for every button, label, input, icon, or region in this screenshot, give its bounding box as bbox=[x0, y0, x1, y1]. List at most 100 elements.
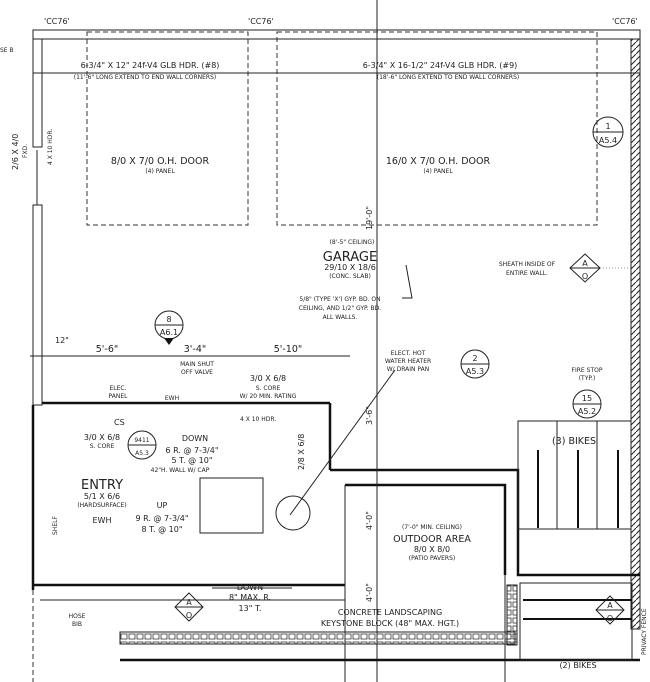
door-8-note: (4) PANEL bbox=[145, 168, 175, 175]
header-9-note: (18'-6" LONG EXTEND TO END WALL CORNERS) bbox=[377, 74, 520, 81]
bike-icons bbox=[537, 450, 619, 528]
water-heater-note: W/ DRAIN PAN bbox=[387, 366, 430, 373]
hose-bib-label: SE B bbox=[0, 47, 14, 54]
entry-door-core: S. CORE bbox=[90, 443, 115, 450]
callout-sheet: A5.3 bbox=[135, 450, 149, 457]
dim-3-6: 3'-6" bbox=[365, 406, 374, 425]
header-8-title: 6-3/4" X 12" 24f-V4 GLB HDR. (#8) bbox=[81, 61, 220, 70]
detail-callout: 2 A5.3 bbox=[460, 349, 490, 379]
callout-sheet: A5.2 bbox=[578, 407, 596, 416]
stair-up-label: UP bbox=[157, 501, 168, 510]
water-heater bbox=[275, 495, 311, 531]
section-mark: A O bbox=[174, 592, 204, 622]
section-mark-sheet: O bbox=[607, 614, 613, 623]
privacy-fence-label: PRIVACY FENCE bbox=[641, 608, 648, 655]
detail-callout: 15 A5.2 bbox=[572, 389, 602, 419]
section-mark-sheet: O bbox=[186, 611, 192, 620]
section-mark: A O bbox=[569, 253, 601, 283]
entry-floor: (HARDSURFACE) bbox=[77, 502, 126, 509]
main-shut-off: OFF VALVE bbox=[181, 369, 213, 376]
bike-rack-3 bbox=[517, 420, 632, 530]
dim-4-0: 4'-0" bbox=[365, 511, 374, 530]
ext-stair-treads: 13" T. bbox=[239, 604, 262, 613]
fire-stop: (TYP.) bbox=[579, 375, 596, 382]
hose-bib-label: BIB bbox=[72, 621, 82, 628]
fire-stop: FIRE STOP bbox=[572, 367, 603, 374]
main-shut-off: MAIN SHUT bbox=[180, 361, 214, 368]
detail-callout: 9411 A5.3 bbox=[127, 430, 157, 460]
door-16-title: 16/0 X 7/0 O.H. DOOR bbox=[386, 156, 491, 167]
stair-down-label: DOWN bbox=[182, 434, 208, 443]
garage-door-8-outline bbox=[86, 31, 249, 226]
dim-5-10: 5'-10" bbox=[274, 344, 303, 355]
dim-12: 12" bbox=[55, 336, 69, 345]
bikes-3-label: (3) BIKES bbox=[552, 436, 596, 447]
garage-door-16-outline bbox=[276, 31, 598, 226]
section-mark-letter: A bbox=[607, 601, 613, 610]
door-8-title: 8/0 X 7/0 O.H. DOOR bbox=[111, 156, 210, 167]
garage-entry-door-size: 3/0 X 6/8 bbox=[250, 374, 286, 383]
ewh-label-2: EWH bbox=[93, 516, 112, 525]
stair-down-risers: 6 R. @ 7-3/4" bbox=[165, 446, 218, 455]
callout-number: 15 bbox=[582, 394, 592, 403]
sheath-note: SHEATH INSIDE OF bbox=[499, 261, 556, 268]
callout-number: 2 bbox=[472, 354, 477, 363]
callout-number: 9411 bbox=[134, 437, 149, 444]
entry-door-size: 3/0 X 6/8 bbox=[84, 433, 120, 442]
landscape-note: KEYSTONE BLOCK (48" MAX. HGT.) bbox=[321, 619, 459, 628]
ewh-label: EWH bbox=[165, 395, 179, 402]
section-mark-letter: A bbox=[582, 259, 588, 268]
door-16-note: (4) PANEL bbox=[423, 168, 453, 175]
garage-ceiling: (8'-5" CEILING) bbox=[330, 239, 375, 246]
walls bbox=[31, 0, 641, 682]
gyp-note: 5/8" (TYPE 'X') GYP. BD. ON bbox=[299, 296, 380, 303]
header-4x10: 4 X 10 HDR. bbox=[240, 416, 276, 423]
section-mark-sheet: O bbox=[582, 272, 588, 281]
bikes-2-label: (2) BIKES bbox=[559, 661, 596, 670]
closet-door-size: 2/8 X 6/8 bbox=[297, 434, 306, 470]
garage-size: 29/10 X 18/6 bbox=[324, 263, 376, 272]
gyp-note: CEILING, AND 1/2" GYP. BD. bbox=[299, 305, 382, 312]
window-header: 4 X 10 HDR. bbox=[47, 129, 54, 165]
dim-5-6: 5'-6" bbox=[96, 344, 119, 355]
wall-note: 42"H. WALL W/ CAP bbox=[151, 467, 210, 474]
column-tag: 'CC76' bbox=[248, 17, 274, 26]
shelf-label: SHELF bbox=[52, 516, 59, 535]
outdoor-ceiling: (7'-0" MIN. CEILING) bbox=[402, 524, 462, 531]
callout-sheet: A5.4 bbox=[599, 136, 617, 145]
detail-callout: 8 A6.1 bbox=[154, 310, 184, 345]
section-mark-letter: A bbox=[186, 598, 192, 607]
callout-sheet: A5.3 bbox=[466, 367, 484, 376]
window-type: FXD. bbox=[22, 144, 29, 158]
water-heater-note: WATER HEATER bbox=[385, 358, 431, 365]
outdoor-floor: (PATIO PAVERS) bbox=[409, 555, 455, 562]
dim-4-0-b: 4'-0" bbox=[365, 583, 374, 602]
callout-number: 8 bbox=[166, 315, 171, 324]
detail-callout: 1 A5.4 bbox=[592, 116, 624, 148]
column-tag: 'CC76' bbox=[44, 17, 70, 26]
garage-dim: 19'-0" bbox=[365, 206, 374, 230]
header-8-note: (11'-6" LONG EXTEND TO END WALL CORNERS) bbox=[74, 74, 217, 81]
gyp-note: ALL WALLS. bbox=[323, 314, 358, 321]
elec-panel: ELEC. bbox=[109, 385, 126, 392]
stair-up-treads: 8 T. @ 10" bbox=[141, 525, 182, 534]
room-name-entry: ENTRY bbox=[81, 478, 123, 493]
ext-stair-risers: 8" MAX. R. bbox=[229, 593, 271, 602]
stair-up-risers: 9 R. @ 7-3/4" bbox=[135, 514, 188, 523]
elec-panel: PANEL bbox=[109, 393, 129, 400]
room-name-garage: GARAGE bbox=[323, 250, 377, 265]
header-9-title: 6-3/4" X 16-1/2" 24f-V4 GLB HDR. (#9) bbox=[363, 61, 518, 70]
window-size: 2/6 X 4/0 bbox=[11, 134, 20, 170]
garage-floor: (CONC. SLAB) bbox=[329, 273, 371, 280]
hose-bib-label: HOSE bbox=[69, 613, 86, 620]
room-name-outdoor: OUTDOOR AREA bbox=[393, 534, 471, 545]
bike-area-2 bbox=[519, 582, 633, 661]
entry-size: 5/1 X 6/6 bbox=[84, 492, 120, 501]
outdoor-size: 8/0 X 8/0 bbox=[414, 545, 450, 554]
dim-3-4: 3'-4" bbox=[184, 344, 207, 355]
callout-sheet: A6.1 bbox=[160, 328, 178, 337]
stair bbox=[199, 477, 264, 534]
garage-entry-door-core: S. CORE bbox=[256, 385, 281, 392]
section-mark: A O bbox=[595, 595, 625, 625]
